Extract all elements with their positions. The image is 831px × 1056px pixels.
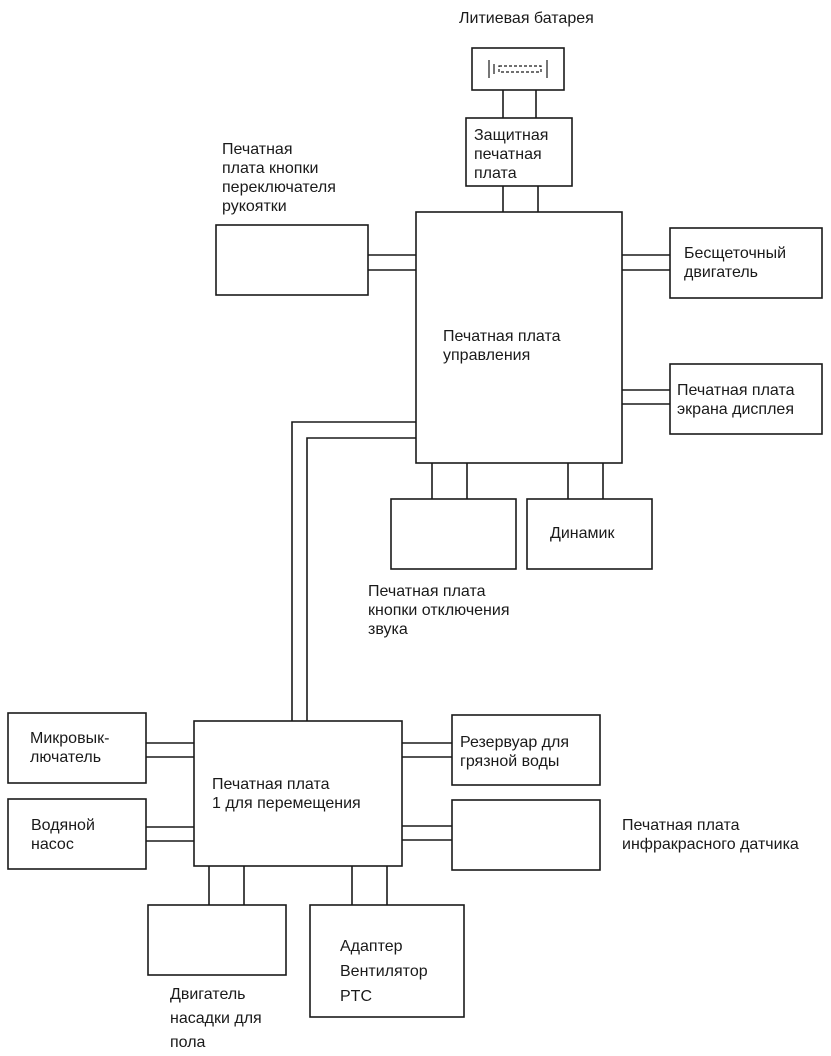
protect-board-box	[465, 117, 573, 187]
microswitch-label: Микровык- лючатель	[30, 730, 110, 766]
ir-board-label: Печатная плата инфракрасного датчика	[622, 817, 799, 853]
display-board-label: Печатная плата экрана дисплея	[677, 382, 795, 418]
protect-board-label: Защитная печатная плата	[474, 127, 549, 182]
connector-control-display	[622, 389, 670, 405]
mute-board-label: Печатная плата кнопки отключения звука	[368, 583, 510, 638]
connector-handle-control	[368, 254, 416, 271]
connector-movement-adapter	[351, 866, 388, 905]
water-pump-box	[7, 798, 147, 870]
speaker-label: Динамик	[550, 525, 615, 542]
connector-control-mute	[431, 463, 468, 499]
ir-board-box	[451, 799, 601, 871]
connector-control-motor	[622, 254, 670, 271]
brushless-motor-box	[669, 227, 823, 299]
connector-control-movement	[291, 421, 416, 721]
battery-label: Литиевая батарея	[459, 10, 594, 27]
handle-switch-board-label: Печатная плата кнопки переключателя руко…	[222, 141, 336, 215]
connector-microswitch-movement	[146, 742, 194, 758]
water-pump-label: Водяной насос	[31, 817, 95, 853]
movement-board-label: Печатная плата 1 для перемещения	[212, 776, 361, 812]
connector-pump-movement	[146, 826, 194, 842]
connector-protect-control	[502, 186, 539, 212]
control-board-label: Печатная плата управления	[443, 328, 561, 364]
connector-movement-ir	[402, 825, 452, 841]
speaker-box	[526, 498, 653, 570]
movement-board-box	[193, 720, 403, 867]
connector-control-speaker	[567, 463, 604, 499]
mute-board-box	[390, 498, 517, 570]
display-board-box	[669, 363, 823, 435]
dirty-tank-label: Резервуар для грязной воды	[460, 734, 570, 770]
control-board-box	[415, 211, 623, 464]
adapter-label: Адаптер Вентилятор PTC	[340, 938, 428, 1005]
dirty-tank-box	[451, 714, 601, 786]
floor-motor-label: Двигатель насадки для пола	[170, 986, 262, 1051]
floor-motor-box	[147, 904, 287, 976]
brushless-motor-label: Бесщеточный двигатель	[684, 245, 787, 281]
battery-box	[471, 47, 565, 91]
connector-battery-protect	[502, 90, 537, 118]
microswitch-box	[7, 712, 147, 784]
handle-switch-board-box	[215, 224, 369, 296]
battery-cell-icon	[488, 60, 548, 78]
connector-movement-tank	[402, 742, 452, 758]
connector-movement-floor	[208, 866, 245, 905]
